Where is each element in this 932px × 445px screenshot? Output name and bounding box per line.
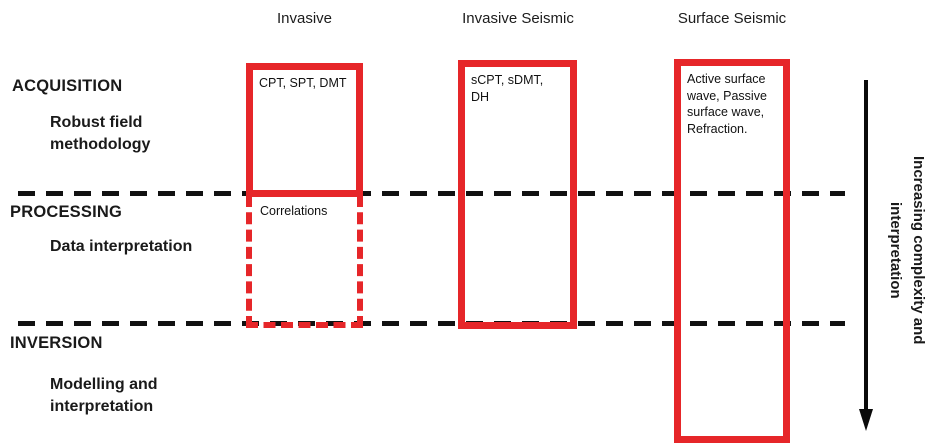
column-header-surface-seismic: Surface Seismic: [677, 10, 787, 27]
complexity-arrow-line: [864, 80, 868, 410]
column-header-invasive-seismic: Invasive Seismic: [462, 10, 574, 27]
box-invasive-processing-dashed: Correlations: [246, 195, 363, 328]
box-invasive-seismic-text: sCPT, sDMT, DH: [471, 73, 544, 104]
column-header-invasive: Invasive: [276, 10, 333, 27]
stage-label-inversion: INVERSION: [10, 334, 103, 352]
stage-description-acquisition: Robust field methodology: [50, 114, 151, 154]
box-invasive-acquisition: CPT, SPT, DMT: [246, 63, 363, 197]
stage-description-inversion: Modelling and interpretation: [50, 376, 158, 416]
stage-divider-processing-inversion: [18, 321, 845, 326]
stage-description-processing: Data interpretation: [50, 238, 193, 255]
box-invasive-acquisition-text: CPT, SPT, DMT: [259, 76, 347, 90]
stage-label-processing: PROCESSING: [10, 203, 123, 221]
stage-divider-acquisition-processing: [18, 191, 845, 196]
box-invasive-processing-text: Correlations: [260, 204, 328, 218]
complexity-arrow-label: Increasing complexity and interpretation: [886, 155, 927, 345]
box-surface-seismic: Active surface wave, Passive surface wav…: [674, 59, 790, 443]
stage-label-acquisition: ACQUISITION: [12, 77, 123, 95]
complexity-arrow-head-icon: [859, 409, 873, 431]
box-surface-seismic-text: Active surface wave, Passive surface wav…: [687, 72, 767, 136]
box-invasive-seismic: sCPT, sDMT, DH: [458, 60, 577, 329]
